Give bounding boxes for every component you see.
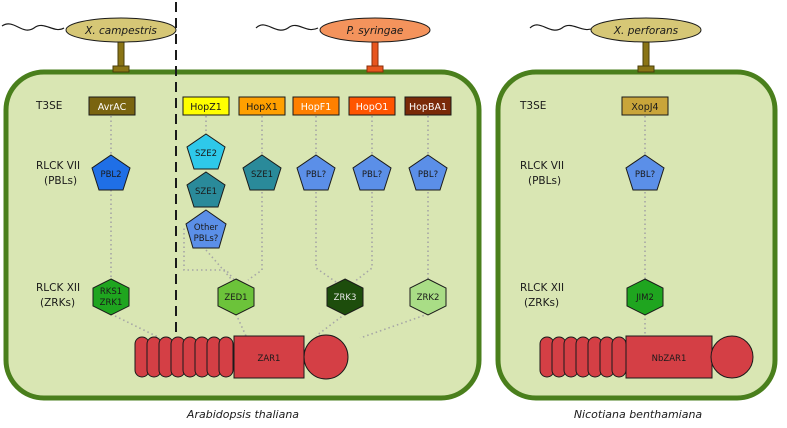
pbl-unknown-hopf1-label: PBL? xyxy=(306,170,326,180)
effector-hopba1-label: HopBA1 xyxy=(409,102,447,113)
p-syringae-flagellum xyxy=(255,24,319,31)
row-label-rlck7-line2: (PBLs) xyxy=(44,175,77,187)
arabidopsis-cell xyxy=(3,69,482,401)
effector-hopx1-label: HopX1 xyxy=(246,102,278,113)
pbl2-label: PBL2 xyxy=(100,170,121,180)
effector-hopz1: HopZ1 xyxy=(182,96,230,116)
zar1-nb-domain xyxy=(233,335,305,379)
other-pbls-pentagon: Other PBLs? xyxy=(185,209,227,249)
zar1-label: ZAR1 xyxy=(258,354,281,364)
effector-hopba1: HopBA1 xyxy=(404,96,452,116)
nicotiana-cell xyxy=(495,69,778,401)
effector-hopz1-label: HopZ1 xyxy=(190,102,222,113)
sze2-label: SZE2 xyxy=(195,149,217,159)
effector-hopx1: HopX1 xyxy=(238,96,286,116)
nbzar1-cc-domain xyxy=(710,335,754,379)
species-label-nicotiana: Nicotiana benthamiana xyxy=(574,408,703,421)
pbl-unknown-xopj4-label: PBL? xyxy=(635,170,655,180)
sze1-pentagon-left: SZE1 xyxy=(186,171,226,208)
pbl2-pentagon: PBL2 xyxy=(91,154,131,191)
row-label-rlck12-line1: RLCK XII xyxy=(36,282,80,294)
zrk2-hexagon: ZRK2 xyxy=(409,278,447,316)
row-label-rlck7-line1: RLCK VII xyxy=(36,160,80,172)
x-campestris-flagellum xyxy=(1,23,65,31)
sze2-pentagon: SZE2 xyxy=(186,133,226,170)
p-syringae-secretion-system xyxy=(366,39,384,73)
species-label-arabidopsis: Arabidopsis thaliana xyxy=(186,408,299,421)
zrk1-label: ZRK1 xyxy=(100,298,123,308)
sze1-left-label: SZE1 xyxy=(195,187,217,197)
zar1-cc-domain xyxy=(303,334,349,380)
row-label-rlck12-line2: (ZRKs) xyxy=(40,297,75,309)
effector-hopf1: HopF1 xyxy=(292,96,340,116)
x-perforans-flagellum xyxy=(529,24,595,31)
zar1-lrr-repeats xyxy=(134,336,234,378)
rks1-zrk1-hexagon: RKS1 ZRK1 xyxy=(92,278,130,316)
jim2-hexagon: JIM2 xyxy=(626,278,664,316)
x-perforans-label: X. perforans xyxy=(613,25,679,37)
x-campestris-label: X. campestris xyxy=(84,25,157,37)
nb-row-label-rlck7-line1: RLCK VII xyxy=(520,160,564,172)
zrk2-label: ZRK2 xyxy=(417,293,440,303)
nb-row-label-rlck12-line1: RLCK XII xyxy=(520,282,564,294)
rks1-label: RKS1 xyxy=(100,287,122,297)
nb-row-label-t3se: T3SE xyxy=(519,100,546,112)
p-syringae-label: P. syringae xyxy=(347,25,404,37)
pbl-unknown-hopba1-label: PBL? xyxy=(418,170,438,180)
nbzar1-lrr-repeats xyxy=(539,336,627,378)
row-label-t3se: T3SE xyxy=(35,100,62,112)
pbl-unknown-hopba1: PBL? xyxy=(408,154,448,191)
nbzar1-label: NbZAR1 xyxy=(652,354,687,364)
x-perforans-secretion-system xyxy=(637,39,655,73)
nb-row-label-rlck7-line2: (PBLs) xyxy=(528,175,561,187)
effector-hopo1: HopO1 xyxy=(348,96,396,116)
effector-xopj4: XopJ4 xyxy=(621,96,669,116)
pbl-unknown-xopj4: PBL? xyxy=(625,154,665,191)
x-campestris-pathogen xyxy=(65,17,177,43)
sze1-right-label: SZE1 xyxy=(251,170,273,180)
connector-lines xyxy=(110,116,646,339)
pbl-unknown-hopo1: PBL? xyxy=(352,154,392,191)
zed1-hexagon: ZED1 xyxy=(217,278,255,316)
other-pbls-label-line1: Other xyxy=(194,223,219,233)
nbzar1-protein: NbZAR1 xyxy=(539,335,754,379)
jim2-label: JIM2 xyxy=(635,293,654,303)
effector-avrac-label: AvrAC xyxy=(98,102,127,113)
pbl-unknown-hopo1-label: PBL? xyxy=(362,170,382,180)
effector-hopf1-label: HopF1 xyxy=(301,102,332,113)
zar1-protein: ZAR1 xyxy=(134,334,349,380)
effector-hopo1-label: HopO1 xyxy=(356,102,389,113)
zed1-label: ZED1 xyxy=(224,293,247,303)
nb-row-label-rlck12-line2: (ZRKs) xyxy=(524,297,559,309)
p-syringae-pathogen xyxy=(319,17,431,43)
zrk3-hexagon: ZRK3 xyxy=(326,278,364,316)
pbl-unknown-hopf1: PBL? xyxy=(296,154,336,191)
effector-avrac: AvrAC xyxy=(88,96,136,116)
other-pbls-label-line2: PBLs? xyxy=(194,234,219,244)
zrk3-label: ZRK3 xyxy=(334,293,357,303)
x-perforans-pathogen xyxy=(590,17,702,43)
effector-xopj4-label: XopJ4 xyxy=(631,102,658,113)
x-campestris-secretion-system xyxy=(112,39,130,73)
sze1-pentagon-right: SZE1 xyxy=(242,154,282,191)
